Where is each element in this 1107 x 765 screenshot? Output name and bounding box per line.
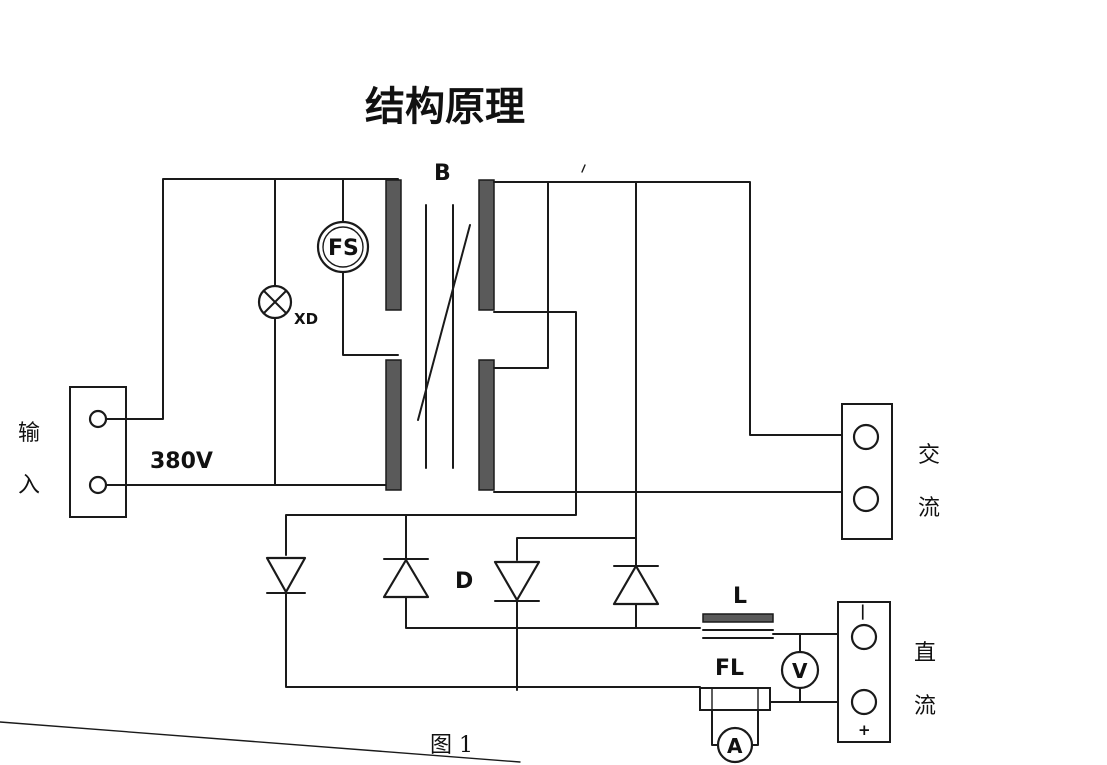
- diode-1: [265, 556, 307, 594]
- diode-4: [612, 564, 660, 606]
- dc-polarity-top: |: [860, 602, 865, 621]
- input-label-2: 入: [18, 473, 40, 498]
- secondary-tap-wire: [285, 311, 577, 556]
- secondary-tap-mid: [493, 181, 549, 369]
- ac-label-1: 交: [918, 443, 940, 468]
- ammeter-wire: [711, 709, 759, 746]
- ac-terminal-2: [852, 485, 880, 513]
- diode-3: [493, 560, 541, 602]
- input-wire-top: [105, 178, 399, 420]
- dc-terminal-1: [850, 623, 878, 651]
- indicator-lamp: [257, 284, 293, 320]
- ac-label-2: 流: [918, 496, 940, 521]
- input-label-1: 输: [18, 421, 40, 446]
- diagram-title: 结构原理: [365, 84, 525, 130]
- voltage-label: 380V: [150, 449, 213, 474]
- secondary-wire-top: [493, 181, 847, 436]
- transformer-label: B: [434, 161, 451, 186]
- input-terminal-2: [88, 475, 108, 495]
- fan-label: FS: [328, 236, 359, 261]
- input-terminal-block: [69, 386, 127, 518]
- diode-2: [382, 558, 430, 599]
- fan-wire: [342, 178, 399, 356]
- shunt-label: FL: [715, 656, 744, 681]
- bridge-wire-d1-out: [285, 593, 701, 688]
- inductor: [702, 613, 774, 639]
- voltmeter-label: V: [792, 659, 808, 683]
- ammeter-label: A: [727, 734, 743, 758]
- bridge-wire-d2: [405, 514, 701, 629]
- dc-terminal-2: [850, 688, 878, 716]
- dc-terminal-block: [837, 601, 891, 743]
- dc-label-1: 直: [914, 641, 936, 666]
- fan-motor: [316, 220, 370, 274]
- input-terminal-1: [88, 409, 108, 429]
- inductor-label: L: [733, 584, 747, 609]
- dc-label-2: 流: [914, 694, 936, 719]
- bridge-wire-d3: [516, 537, 637, 691]
- ammeter: [716, 726, 754, 764]
- ac-terminal-block: [841, 403, 893, 540]
- figure-caption: 图 1: [430, 733, 473, 758]
- transformer-core: [385, 179, 495, 491]
- dc-polarity-bottom: +: [858, 721, 871, 739]
- stray-mark: [581, 164, 586, 173]
- ac-terminal-1: [852, 423, 880, 451]
- lamp-label: XD: [294, 310, 318, 328]
- diode-label: D: [455, 569, 473, 594]
- scan-edge-line: [0, 721, 521, 763]
- shunt: [699, 687, 771, 711]
